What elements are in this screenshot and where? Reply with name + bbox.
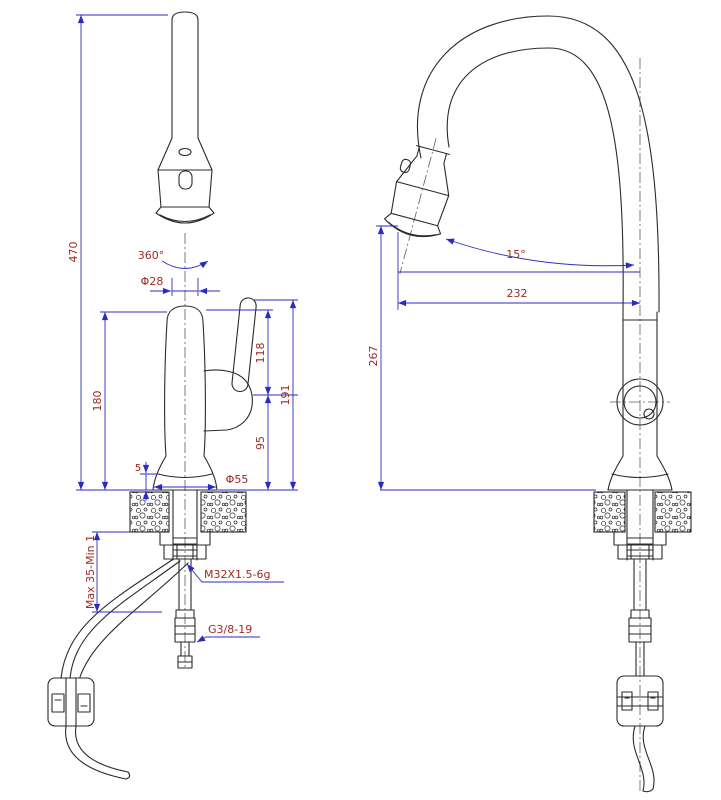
handle-joint-inner-circle: [623, 385, 657, 419]
handle-joint-outer-circle: [616, 378, 664, 426]
front-view: 470 180 360° Φ28 118 95 191 Φ55: [47, 11, 298, 780]
hose-adapter: [174, 558, 196, 669]
handle-boss-outline: [203, 369, 253, 432]
handle-lever: [231, 297, 257, 393]
supply-hoses: [60, 559, 189, 679]
swivel-arrow: [161, 260, 209, 269]
ext-wand-diameter: [171, 278, 199, 296]
side-hose-weight-details: [616, 691, 664, 711]
dim-wand-diameter: Φ28: [141, 275, 164, 288]
mounting-hardware: [159, 489, 211, 561]
dim-mount-range: Max 35-Min 1: [84, 535, 97, 609]
ext-spout-height: [376, 225, 596, 491]
side-spray-head-button: [399, 158, 412, 174]
side-hose-weight: [616, 675, 664, 727]
handle-lever-shape: [231, 297, 257, 393]
dim-spout-reach: 232: [507, 287, 528, 300]
side-hose-below-weight: [632, 725, 655, 793]
side-body-outline: [607, 311, 673, 491]
spray-head-axis: [399, 138, 437, 274]
dim-handle-overall: 191: [279, 385, 292, 406]
side-hose-adapter: [628, 558, 652, 677]
hose-after-weight: [65, 725, 131, 780]
deck-section-left: [129, 491, 170, 533]
front-dimensions: 470 180 360° Φ28 118 95 191 Φ55: [67, 14, 298, 643]
wand-outline: [171, 11, 199, 139]
front-faucet: [47, 11, 257, 780]
gooseneck-outline: [416, 15, 660, 313]
spray-head-outline: [155, 137, 215, 224]
leader-shank-thread: [186, 563, 284, 583]
handle-lever-end-circle: [643, 408, 655, 420]
hose-weight: [47, 677, 95, 727]
body-outline: [152, 305, 218, 491]
label-shank-thread: M32X1.5-6g: [204, 568, 270, 581]
label-supply-thread: G3/8-19: [208, 623, 252, 636]
dim-swivel-angle: 360°: [138, 249, 165, 262]
side-spray-head: [383, 138, 450, 274]
dim-base-step: 5: [135, 463, 141, 474]
side-mounting-hardware: [613, 489, 667, 561]
side-deck-section-left: [593, 491, 626, 533]
hose-weight-details: [51, 677, 91, 727]
dim-spout-height: 267: [367, 346, 380, 367]
leader-supply-thread: [196, 635, 260, 643]
dim-base-diameter: Φ55: [226, 473, 249, 486]
dim-lever-length: 118: [254, 343, 267, 364]
spray-head-toggle: [178, 170, 193, 190]
dim-head-angle: 15°: [506, 248, 526, 261]
side-dimensions: 15° 232 267: [367, 225, 640, 491]
deck-section-right: [200, 491, 247, 533]
side-faucet: [383, 15, 692, 793]
side-view: 15° 232 267: [367, 15, 692, 793]
dim-body-height: 180: [91, 391, 104, 412]
side-spray-head-outline: [383, 145, 450, 238]
ext-base-step: [140, 473, 158, 490]
ext-overall-height: [76, 14, 168, 491]
dim-overall-height: 470: [67, 242, 80, 263]
dim-joint-height: 95: [254, 436, 267, 450]
side-deck-section-right: [654, 491, 692, 533]
ext-mount-range: [92, 531, 162, 613]
angle-arc: [445, 238, 635, 269]
spray-head-button: [178, 147, 192, 157]
